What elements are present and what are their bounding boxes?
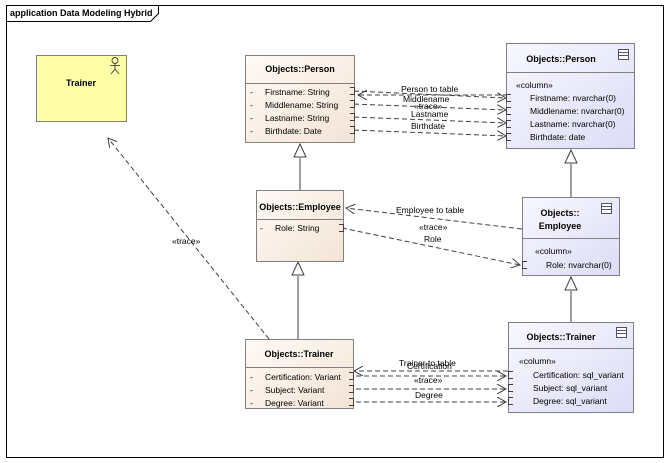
table-objects-person[interactable]: Objects::Person «column» Firstname: nvar… [506,43,635,149]
class-objects-employee[interactable]: Objects::Employee - Role: String [256,190,344,262]
attr-ports [349,372,354,406]
attr-birthdate: Birthdate: Date [265,126,322,136]
table-columns: Certification: sql_variant Subject: sql_… [533,370,624,406]
attr-visibility: - [250,113,253,123]
trainer-generalization-arrow [291,260,305,276]
table-icon [616,327,627,338]
label-role: Role [424,234,442,244]
attr-degree: Degree: Variant [265,398,325,408]
middlename-trace-connector[interactable] [353,103,506,110]
firstname-trace-connector[interactable] [353,90,506,98]
label-degree: Degree [415,390,443,400]
table-objects-trainer[interactable]: Objects::Trainer «column» Certification:… [508,322,634,413]
attr-firstname: Firstname: String [265,87,330,97]
table-title: Objects::Person [526,54,596,64]
attr-visibility: - [250,100,253,110]
column-middlename: Middlename: nvarchar(0) [530,106,625,116]
actor-trainer[interactable]: Trainer [36,55,127,122]
column-subject: Subject: sql_variant [533,383,608,393]
class-attributes: - Certification: Variant - Subject: Vari… [250,372,342,408]
attr-visibility: - [260,223,263,233]
attr-middlename: Middlename: String [265,100,339,110]
attr-visibility: - [250,398,253,408]
attr-visibility: - [250,126,253,136]
table-title-line1: Objects:: [540,208,579,218]
table-stereotype: «column» [535,246,572,256]
attr-certification: Certification: Variant [265,372,342,382]
actor-trace-connector[interactable] [108,138,270,340]
column-ports [506,94,511,141]
attr-ports [350,87,355,134]
label-trainer-trace: «trace» [414,375,443,385]
label-person-trace: «trace» [414,101,443,111]
class-objects-person[interactable]: Objects::Person - Firstname: String - Mi… [245,55,355,143]
tbl-trainer-generalization-arrow [564,275,578,291]
column-lastname: Lastname: nvarchar(0) [530,119,616,129]
column-firstname: Firstname: nvarchar(0) [530,93,616,103]
class-title: Objects::Trainer [264,349,334,359]
table-title: Objects::Trainer [526,332,596,342]
label-employee-to-table: Employee to table [396,205,464,215]
column-port [522,261,527,269]
table-stereotype: «column» [516,80,553,90]
attr-port [339,224,344,232]
label-actor-trace: «trace» [172,236,201,246]
attr-lastname: Lastname: String [265,113,330,123]
class-objects-trainer[interactable]: Objects::Trainer - Certification: Varian… [245,339,354,409]
diagram-frame-tab [6,5,159,22]
column-role: Role: nvarchar(0) [546,260,612,270]
column-certification: Certification: sql_variant [533,370,624,380]
label-employee-trace: «trace» [419,222,448,232]
tbl-employee-generalization-arrow [564,148,578,164]
attr-visibility: - [250,385,253,395]
table-icon [618,49,629,60]
label-middlename: Middlename [403,94,450,104]
column-degree: Degree: sql_variant [533,396,607,406]
diagram-title: application Data Modeling Hybrid [10,8,153,18]
class-title: Objects::Employee [259,202,341,212]
table-icon [601,203,612,214]
role-trace-connector[interactable] [341,227,520,265]
attr-subject: Subject: Variant [265,385,325,395]
attr-visibility: - [250,372,253,382]
table-objects-employee[interactable]: Objects:: Employee «column» Role: nvarch… [522,197,620,276]
actor-icon [110,57,120,75]
birthdate-trace-connector[interactable] [353,129,506,136]
table-columns: Firstname: nvarchar(0) Middlename: nvarc… [530,93,625,142]
label-person-to-table: Person to table [401,84,458,94]
actor-name: Trainer [66,78,97,88]
attr-visibility: - [250,87,253,97]
table-title-line2: Employee [539,221,582,231]
label-birthdate: Birthdate [411,121,445,131]
class-attributes: - Firstname: String - Middlename: String… [250,87,339,136]
class-title: Objects::Person [265,64,335,74]
label-certification: Certification [407,361,452,371]
employee-generalization-arrow [293,142,307,158]
connectors [108,90,578,402]
lastname-trace-connector[interactable] [353,116,506,123]
column-ports [508,371,513,405]
label-trainer-to-table: Trainer to table [399,358,456,368]
table-stereotype: «column» [519,356,556,366]
column-birthdate: Birthdate: date [530,132,586,142]
label-lastname: Lastname [411,109,449,119]
attr-role: Role: String [275,223,320,233]
employee-to-table-connector[interactable] [346,208,523,230]
